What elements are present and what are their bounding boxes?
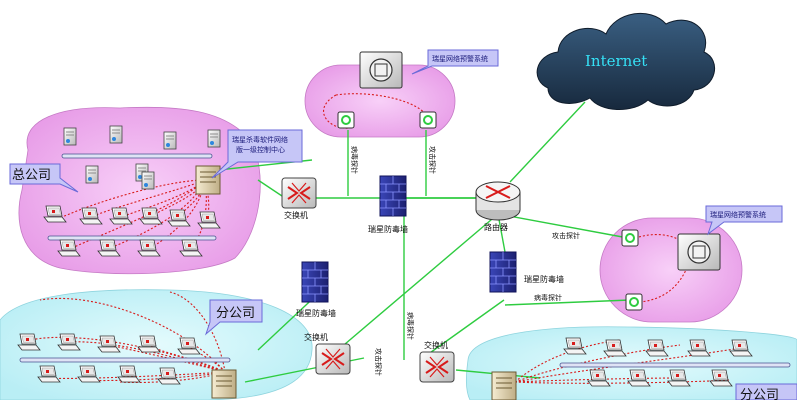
alarm-right-label: 瑞星网络预警系统 <box>710 210 766 219</box>
firewall-core-label: 瑞星防毒墙 <box>368 224 408 234</box>
hq-callout <box>9 163 79 193</box>
alarm-zone-right <box>599 217 743 323</box>
branch-left-label: 分公司 <box>216 306 255 321</box>
alarm-top-label: 瑞星网络预警系统 <box>432 54 488 63</box>
av-center-label: 瑞星杀毒软件网络 版一级控制中心 <box>232 135 290 154</box>
alarm-system-top-icon <box>359 51 403 89</box>
switch-hq-icon <box>281 177 317 209</box>
hq-lan-zone <box>18 106 261 275</box>
switch-branch-right-label: 交换机 <box>424 340 448 350</box>
router-icon <box>475 181 521 221</box>
firewall-left-icon <box>301 261 329 303</box>
probe-right-top-icon <box>621 229 639 247</box>
probe-label-6: 攻击探针 <box>552 231 580 240</box>
alarm-system-right-icon <box>677 233 721 271</box>
router-label: 路由器 <box>484 222 508 232</box>
branch-left-callout <box>204 299 263 336</box>
av-center-callout <box>211 129 303 179</box>
switch-branch-left-icon <box>315 343 351 375</box>
av-center-label-line1: 瑞星杀毒软件网络 <box>232 135 288 144</box>
probe-top-left-icon <box>337 111 355 129</box>
alarm-right-callout <box>705 205 783 236</box>
av-center-label-line2: 版一级控制中心 <box>236 145 285 154</box>
probe-label-3: 攻击探针 <box>374 348 383 376</box>
firewall-right-icon <box>489 251 517 293</box>
probe-label-1: 病毒探针 <box>350 146 359 174</box>
firewall-right-label: 瑞星防毒墙 <box>524 274 564 284</box>
switch-branch-left-label: 交换机 <box>304 332 328 342</box>
internet-cloud <box>536 12 715 111</box>
internet-label: Internet <box>585 52 647 70</box>
hq-label: 总公司 <box>12 168 51 183</box>
branch-right-callout <box>735 383 797 400</box>
firewall-left-label: 瑞星防毒墙 <box>296 308 336 318</box>
probe-right-bottom-icon <box>625 293 643 311</box>
probe-label-2: 攻击探针 <box>428 146 437 174</box>
alarm-top-callout <box>411 49 499 75</box>
bus-bars <box>19 153 791 368</box>
switch-hq-label: 交换机 <box>284 210 308 220</box>
switch-branch-right-icon <box>419 351 455 383</box>
branch-right-server-icon <box>491 371 517 400</box>
branch-right-label: 分公司 <box>740 388 779 400</box>
firewall-core-icon <box>379 175 407 217</box>
probe-label-4: 病毒探针 <box>406 312 415 340</box>
probe-top-right-icon <box>419 111 437 129</box>
branch-left-server-icon <box>211 369 237 399</box>
av-control-server-icon <box>195 165 221 195</box>
probe-label-5: 病毒探针 <box>534 293 562 302</box>
